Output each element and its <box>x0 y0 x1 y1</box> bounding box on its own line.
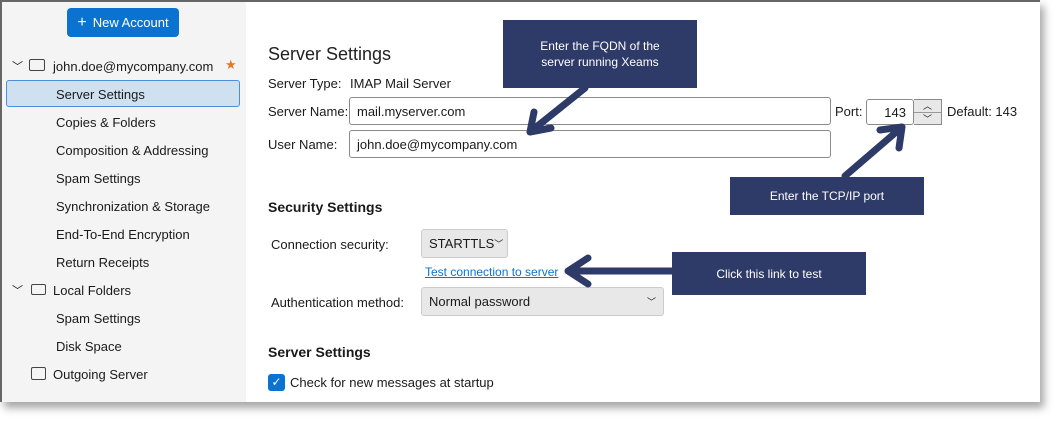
chevron-down-icon: ﹀ <box>494 239 504 249</box>
check-startup-checkbox[interactable]: ✓ <box>268 374 285 391</box>
server-settings-heading: Server Settings <box>268 344 371 360</box>
server-type-value: IMAP Mail Server <box>350 76 451 91</box>
port-spinner[interactable]: ︿﹀ <box>914 99 942 125</box>
outgoing-server-icon <box>31 367 46 380</box>
sidebar-outgoing-server[interactable]: Outgoing Server <box>53 367 148 382</box>
callout-fqdn: Enter the FQDN of the server running Xea… <box>503 20 697 88</box>
default-port: Default: 143 <box>947 104 1018 119</box>
selected-highlight <box>6 80 240 107</box>
sidebar-account[interactable]: john.doe@mycompany.com <box>53 59 214 74</box>
port-arrow-icon <box>841 123 906 180</box>
auth-method-label: Authentication method: <box>271 295 404 310</box>
connection-security-label: Connection security: <box>271 237 389 252</box>
port-input[interactable]: 143 <box>866 99 914 125</box>
mail-account-icon <box>29 59 45 71</box>
connection-security-select[interactable]: STARTTLS﹀ <box>421 229 508 258</box>
chevron-down-icon[interactable]: ﹀ <box>12 61 23 73</box>
plus-icon: + <box>77 13 87 31</box>
callout-test: Click this link to test <box>672 252 866 295</box>
auth-method-select[interactable]: Normal password﹀ <box>421 287 664 316</box>
sidebar-item-composition[interactable]: Composition & Addressing <box>56 143 209 158</box>
chevron-down-icon: ﹀ <box>646 297 656 307</box>
user-name-label: User Name: <box>268 137 338 152</box>
spin-down-icon[interactable]: ﹀ <box>922 114 932 124</box>
sidebar-local-folders[interactable]: Local Folders <box>53 283 132 298</box>
star-icon: ★ <box>225 57 237 72</box>
security-heading: Security Settings <box>268 199 383 215</box>
sidebar-item-local-spam[interactable]: Spam Settings <box>56 311 141 326</box>
chevron-down-icon[interactable]: ﹀ <box>12 285 23 297</box>
page-title: Server Settings <box>268 44 392 64</box>
server-name-input[interactable]: mail.myserver.com <box>349 97 831 125</box>
sidebar-item-sync[interactable]: Synchronization & Storage <box>56 199 210 214</box>
sidebar-item-e2e[interactable]: End-To-End Encryption <box>56 227 190 242</box>
server-name-label: Server Name: <box>268 104 349 119</box>
callout-port: Enter the TCP/IP port <box>730 177 924 215</box>
fqdn-arrow-icon <box>526 84 589 136</box>
port-label: Port: <box>835 104 863 119</box>
test-arrow-icon <box>564 254 676 288</box>
test-connection-link[interactable]: Test connection to server <box>425 265 559 279</box>
spin-up-icon[interactable]: ︿ <box>914 100 941 113</box>
server-type-label: Server Type: <box>268 76 342 91</box>
sidebar-item-server-settings[interactable]: Server Settings <box>56 87 145 102</box>
check-startup-label[interactable]: Check for new messages at startup <box>290 375 494 390</box>
sidebar-item-disk-space[interactable]: Disk Space <box>56 339 122 354</box>
sidebar-item-copies-folders[interactable]: Copies & Folders <box>56 115 156 130</box>
new-account-button[interactable]: +New Account <box>67 8 179 37</box>
user-name-input[interactable]: john.doe@mycompany.com <box>349 130 831 158</box>
folder-icon <box>31 284 46 295</box>
sidebar-item-receipts[interactable]: Return Receipts <box>56 255 150 270</box>
sidebar: +New Account ﹀ john.doe@mycompany.com ★ … <box>2 2 246 402</box>
sidebar-item-spam[interactable]: Spam Settings <box>56 171 141 186</box>
